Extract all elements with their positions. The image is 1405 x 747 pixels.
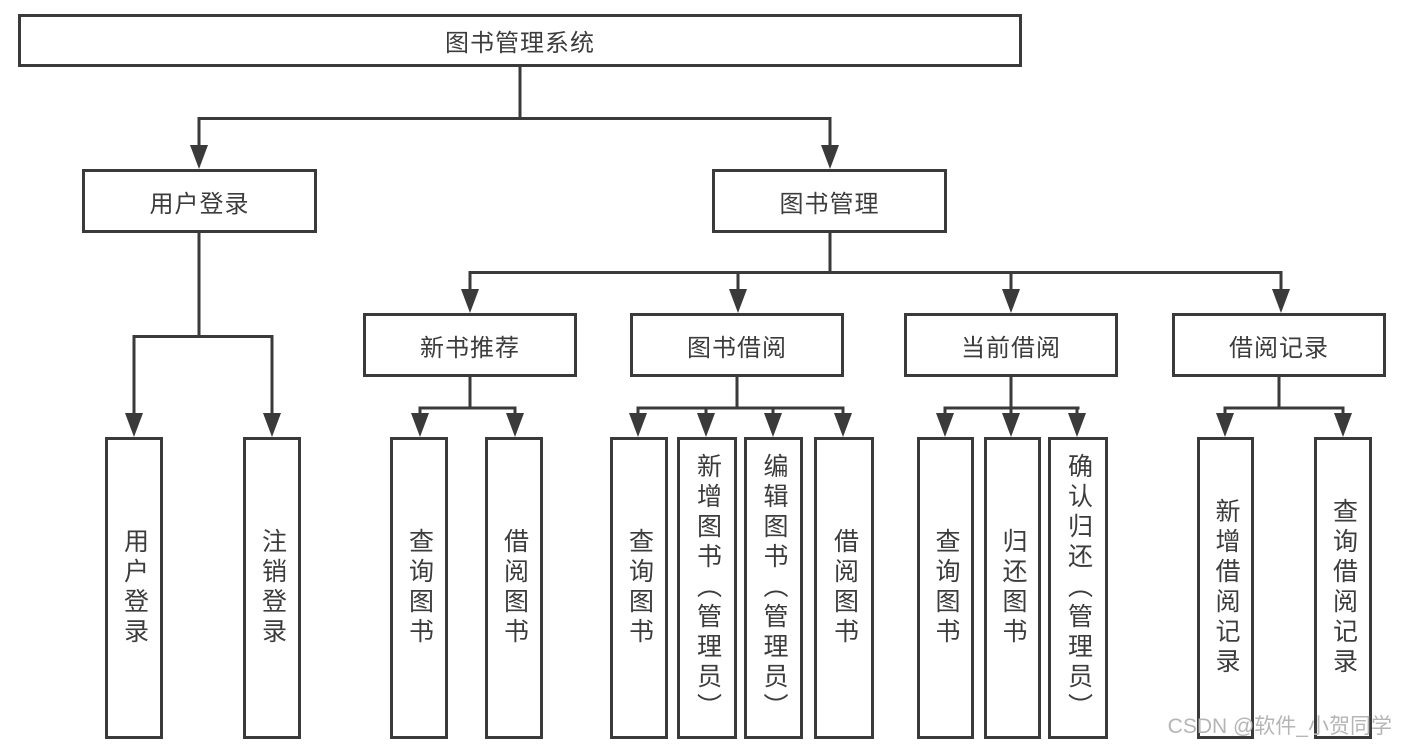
leaf-edit-book-admin-label: 编辑图书（管理员） xyxy=(760,453,788,723)
leaf-borrow-books-action-label: 借阅图书 xyxy=(830,528,859,648)
node-borrow-records-label: 借阅记录 xyxy=(1229,334,1329,362)
leaf-query-borrow-record: 查询借阅记录 xyxy=(1314,437,1372,739)
node-book-management: 图书管理 xyxy=(712,169,947,233)
leaf-confirm-return-admin: 确认归还（管理员） xyxy=(1048,437,1108,739)
connector-root-to-level2 xyxy=(197,66,832,150)
leaf-query-books-current-label: 查询图书 xyxy=(932,528,960,648)
leaf-borrow-books-recommend: 借阅图书 xyxy=(485,437,543,739)
leaf-add-borrow-record: 新增借阅记录 xyxy=(1197,437,1254,739)
leaf-user-login: 用户登录 xyxy=(105,437,163,739)
leaf-user-login-label: 用户登录 xyxy=(120,528,149,648)
connector-user-login-to-children xyxy=(132,233,274,418)
node-new-book-recommend: 新书推荐 xyxy=(363,313,577,377)
leaf-query-books-current: 查询图书 xyxy=(917,437,974,739)
node-root: 图书管理系统 xyxy=(18,14,1022,67)
leaf-borrow-books-action: 借阅图书 xyxy=(814,437,874,739)
connector-book-borrow-to-children xyxy=(636,377,845,418)
leaf-add-book-admin: 新增图书（管理员） xyxy=(677,437,737,739)
connector-current-borrow-to-children xyxy=(943,377,1080,418)
connector-book-management-to-level3 xyxy=(468,233,1283,294)
leaf-query-books-borrow-label: 查询图书 xyxy=(625,528,654,648)
leaf-query-books-borrow: 查询图书 xyxy=(610,437,668,739)
leaf-query-borrow-record-label: 查询借阅记录 xyxy=(1329,498,1358,678)
leaf-return-book-label: 归还图书 xyxy=(999,528,1027,648)
leaf-borrow-books-recommend-label: 借阅图书 xyxy=(500,528,529,648)
node-borrow-records: 借阅记录 xyxy=(1172,313,1386,377)
node-book-borrow-label: 图书借阅 xyxy=(687,334,787,362)
node-book-borrow: 图书借阅 xyxy=(630,313,844,377)
leaf-logout-login-label: 注销登录 xyxy=(258,528,287,648)
node-user-login-label: 用户登录 xyxy=(149,190,250,218)
csdn-watermark: CSDN @软件_小贺同学 xyxy=(1167,715,1392,738)
leaf-confirm-return-admin-label: 确认归还（管理员） xyxy=(1064,453,1093,723)
node-current-borrow: 当前借阅 xyxy=(904,313,1118,377)
leaf-edit-book-admin: 编辑图书（管理员） xyxy=(744,437,803,739)
node-current-borrow-label: 当前借阅 xyxy=(961,334,1061,362)
connector-new-book-recommend-to-children xyxy=(418,377,517,418)
leaf-add-borrow-record-label: 新增借阅记录 xyxy=(1212,498,1240,678)
node-root-label: 图书管理系统 xyxy=(445,30,595,57)
node-book-management-label: 图书管理 xyxy=(779,190,880,218)
leaf-add-book-admin-label: 新增图书（管理员） xyxy=(693,453,722,723)
connector-borrow-records-to-children xyxy=(1223,377,1345,418)
leaf-query-books-recommend-label: 查询图书 xyxy=(405,528,434,648)
node-new-book-recommend-label: 新书推荐 xyxy=(420,334,520,362)
leaf-logout-login: 注销登录 xyxy=(243,437,301,739)
leaf-return-book: 归还图书 xyxy=(984,437,1041,739)
leaf-query-books-recommend: 查询图书 xyxy=(390,437,448,739)
node-user-login: 用户登录 xyxy=(82,169,317,233)
